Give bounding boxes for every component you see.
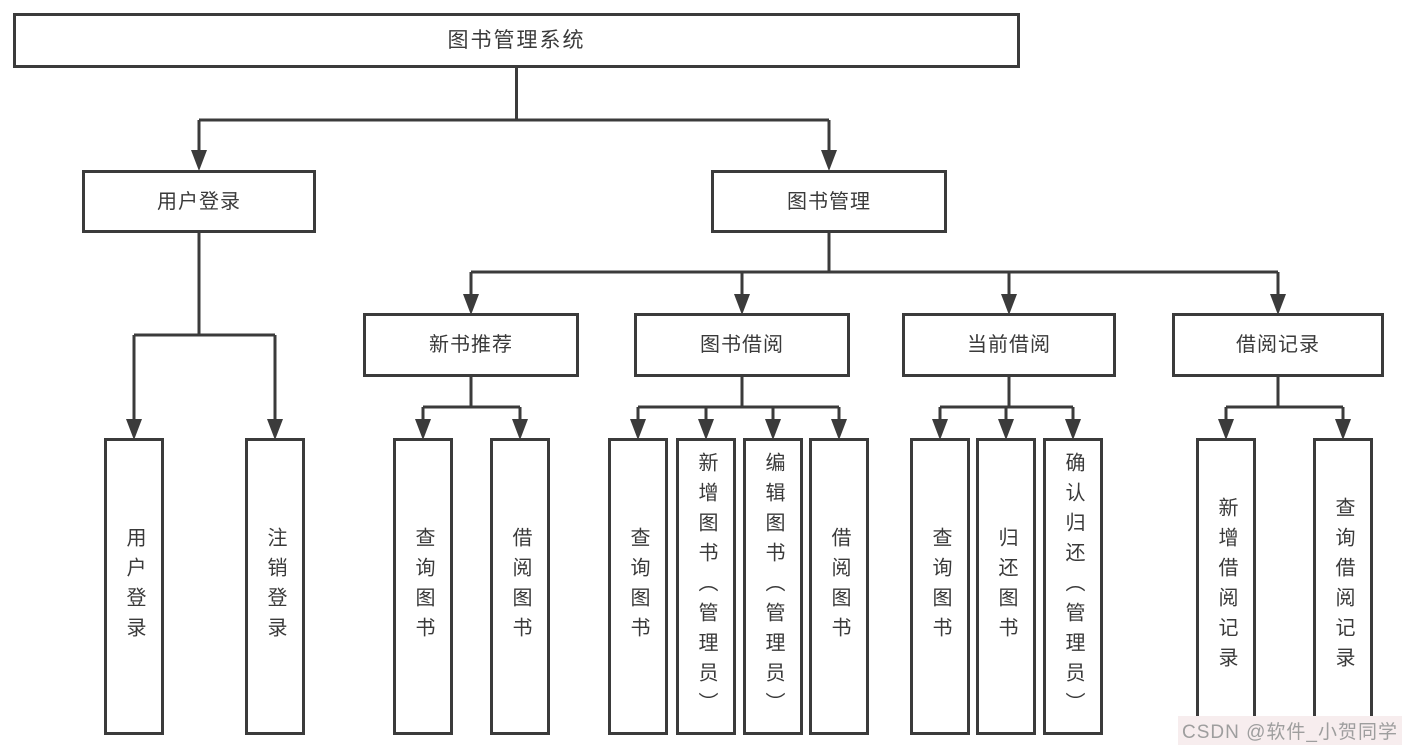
leaf-query-books-recommend: 查询图书 bbox=[393, 438, 453, 735]
leaf-query-books-current: 查询图书 bbox=[910, 438, 970, 735]
leaf-add-borrow-record: 新增借阅记录 bbox=[1196, 438, 1256, 735]
leaf-query-books-borrow: 查询图书 bbox=[608, 438, 668, 735]
node-user-login: 用户登录 bbox=[82, 170, 316, 233]
leaf-add-book-admin: 新增图书（管理员） bbox=[676, 438, 736, 735]
arrowheads-level3 bbox=[463, 294, 1286, 315]
leaf-borrow-books-recommend: 借阅图书 bbox=[490, 438, 550, 735]
arrowheads-level2 bbox=[191, 150, 837, 171]
leaf-borrow-books: 借阅图书 bbox=[809, 438, 869, 735]
leaf-return-book: 归还图书 bbox=[976, 438, 1036, 735]
csdn-watermark: CSDN @软件_小贺同学 bbox=[1178, 716, 1402, 745]
leaf-user-login: 用户登录 bbox=[104, 438, 164, 735]
arrowheads-leaves bbox=[126, 419, 1351, 440]
node-root: 图书管理系统 bbox=[13, 13, 1020, 68]
node-book-management: 图书管理 bbox=[711, 170, 947, 233]
node-borrowing-records: 借阅记录 bbox=[1172, 313, 1384, 377]
leaf-query-borrow-record: 查询借阅记录 bbox=[1313, 438, 1373, 735]
node-current-borrowing: 当前借阅 bbox=[902, 313, 1116, 377]
leaf-edit-book-admin: 编辑图书（管理员） bbox=[743, 438, 803, 735]
leaf-confirm-return-admin: 确认归还（管理员） bbox=[1043, 438, 1103, 735]
leaf-logout: 注销登录 bbox=[245, 438, 305, 735]
node-new-book-recommend: 新书推荐 bbox=[363, 313, 579, 377]
node-book-borrowing: 图书借阅 bbox=[634, 313, 850, 377]
